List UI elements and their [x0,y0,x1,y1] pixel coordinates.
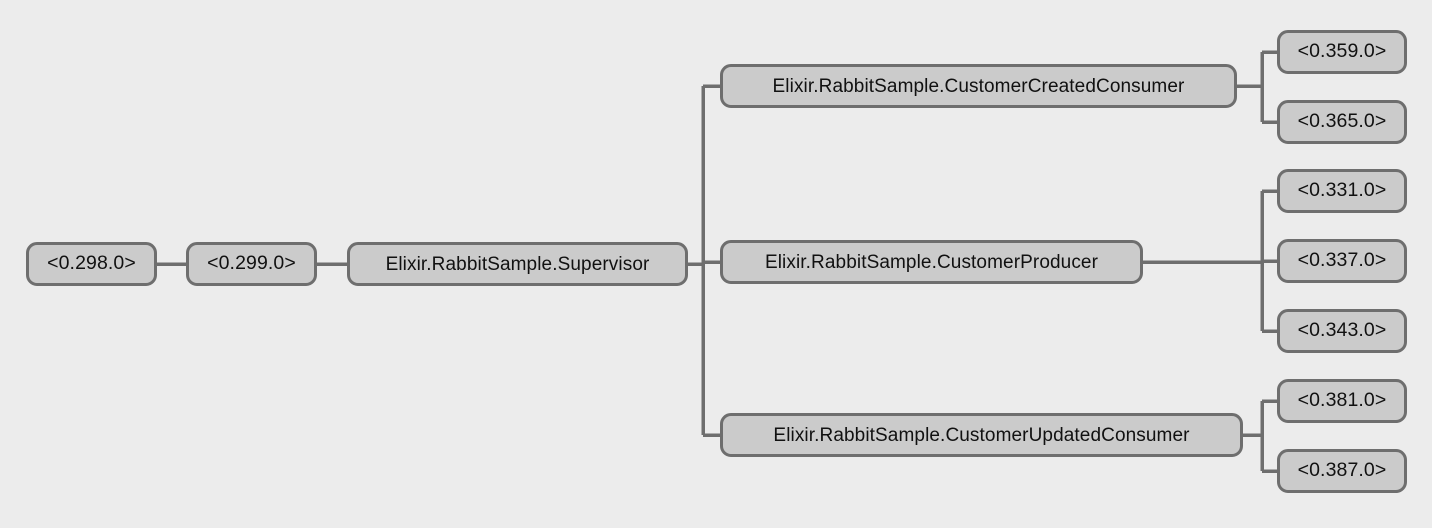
node-updated-consumer-worker[interactable]: <0.381.0> [1277,379,1407,423]
node-created-consumer-worker[interactable]: <0.365.0> [1277,100,1407,144]
node-app-pid[interactable]: <0.299.0> [186,242,317,286]
node-updated-consumer[interactable]: Elixir.RabbitSample.CustomerUpdatedConsu… [720,413,1243,457]
node-updated-consumer-worker[interactable]: <0.387.0> [1277,449,1407,493]
node-root-pid[interactable]: <0.298.0> [26,242,157,286]
node-producer-worker[interactable]: <0.331.0> [1277,169,1407,213]
node-created-consumer[interactable]: Elixir.RabbitSample.CustomerCreatedConsu… [720,64,1237,108]
node-producer-worker[interactable]: <0.343.0> [1277,309,1407,353]
node-created-consumer-worker[interactable]: <0.359.0> [1277,30,1407,74]
node-supervisor[interactable]: Elixir.RabbitSample.Supervisor [347,242,688,286]
node-producer-worker[interactable]: <0.337.0> [1277,239,1407,283]
node-producer[interactable]: Elixir.RabbitSample.CustomerProducer [720,240,1143,284]
